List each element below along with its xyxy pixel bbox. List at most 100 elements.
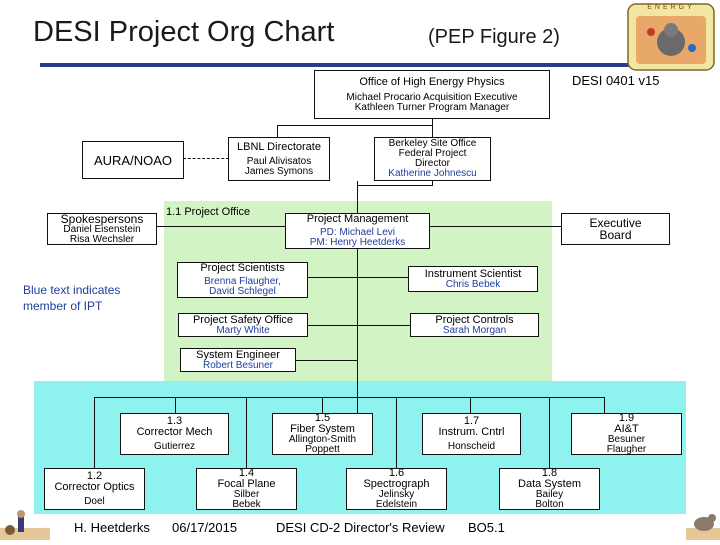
box-line: Bolton (535, 499, 564, 510)
box-line: Kathleen Turner Program Manager (354, 101, 510, 113)
box-line-ipt: Chris Bebek (445, 278, 501, 290)
box-title: Data System (518, 478, 581, 490)
connector (549, 397, 550, 468)
box-title: Corrector Mech (136, 426, 213, 438)
connector (94, 397, 95, 468)
box-line-ipt: Sarah Morgan (442, 324, 507, 336)
connector (94, 397, 604, 398)
connector (308, 325, 410, 326)
box-line: Paul Alivisatos (246, 155, 312, 167)
instrument-scientist-box: Instrument Scientist Chris Bebek (408, 266, 538, 292)
connector (277, 125, 433, 126)
box-number: 1.7 (463, 415, 480, 427)
title-rule (40, 63, 680, 67)
box-line: Michael Procario Acquisition Executive (346, 91, 518, 103)
footer-author: H. Heetderks (74, 520, 150, 535)
lbnl-directorate-box: LBNL Directorate Paul Alivisatos James S… (228, 137, 330, 181)
footer-review: DESI CD-2 Director's Review (276, 520, 445, 535)
box-title: AURA/NOAO (93, 152, 172, 168)
connector (396, 397, 397, 468)
page-title: DESI Project Org Chart (33, 16, 335, 48)
connector (432, 181, 433, 186)
connector (277, 125, 278, 137)
box-number: 1.4 (238, 467, 255, 479)
connector (357, 181, 358, 414)
box-title: System Engineer (196, 348, 280, 361)
box-title: AI&T (614, 423, 639, 435)
box-line: Risa Wechsler (69, 234, 135, 245)
connector (357, 185, 432, 186)
box-line-ipt: Marty White (216, 324, 270, 336)
box-line: Gutierrez (153, 441, 196, 452)
box-title: Project Scientists (200, 262, 285, 274)
project-management-box: Project Management PD: Michael Levi PM: … (285, 213, 430, 249)
box-line-ipt: Robert Besuner (202, 359, 274, 371)
box-number: 1.8 (541, 467, 558, 479)
connector (322, 397, 323, 413)
footer-slide: BO5.1 (468, 520, 505, 535)
l2-fiber-system-box: 1.5 Fiber System Allington-Smith Poppett (272, 413, 373, 455)
connector (430, 226, 562, 227)
box-number: 1.2 (86, 470, 103, 482)
connector (246, 397, 247, 468)
project-office-label: 1.1 Project Office (166, 206, 251, 218)
box-line-ipt: PM: Henry Heetderks (309, 237, 406, 248)
l2-focal-plane-box: 1.4 Focal Plane Silber Bebek (196, 468, 297, 510)
logo-text: ENERGY (647, 4, 695, 11)
box-line-ipt: PD: Michael Levi (319, 227, 396, 238)
project-safety-office-box: Project Safety Office Marty White (178, 313, 308, 337)
box-line: Federal Project (398, 148, 467, 159)
box-number: 1.9 (618, 412, 635, 424)
box-title: Project Controls (435, 313, 514, 326)
box-line: Daniel Eisenstein (63, 224, 141, 235)
berkeley-site-office-box: Berkeley Site Office Federal Project Dir… (374, 137, 491, 181)
l2-corrector-mech-box: 1.3 Corrector Mech Gutierrez (120, 413, 229, 455)
page-subtitle: (PEP Figure 2) (428, 26, 560, 48)
dotted-connector (183, 158, 229, 159)
box-title: Office of High Energy Physics (359, 75, 505, 88)
box-title: Berkeley Site Office (388, 138, 477, 149)
l2-ai-t-box: 1.9 AI&T Besuner Flaugher (571, 413, 682, 455)
box-line: Allington-Smith (288, 434, 357, 445)
box-title: Project Management (306, 213, 409, 225)
connector (278, 277, 408, 278)
ipt-note: Blue text indicates member of IPT (23, 283, 121, 313)
box-title: LBNL Directorate (237, 140, 321, 153)
spokespersons-box: Spokespersons Daniel Eisenstein Risa Wec… (47, 213, 157, 245)
box-line: Jelinsky (378, 489, 415, 500)
document-id: DESI 0401 v15 (572, 73, 660, 88)
box-title: Spokespersons (60, 212, 144, 226)
l2-data-system-box: 1.8 Data System Bailey Bolton (499, 468, 600, 510)
box-title: Instrument Scientist (424, 267, 522, 280)
connector (604, 397, 605, 413)
box-title: Spectrograph (363, 478, 430, 490)
box-line: Poppett (305, 444, 340, 455)
box-line: Bailey (535, 489, 564, 500)
footer-date: 06/17/2015 (172, 520, 238, 535)
box-title: Executive (589, 216, 642, 230)
l2-spectrograph-box: 1.6 Spectrograph Jelinsky Edelstein (346, 468, 447, 510)
box-line: Honscheid (447, 441, 496, 452)
box-number: 1.6 (388, 467, 405, 479)
l2-corrector-optics-box: 1.2 Corrector Optics Doel (44, 468, 145, 510)
connector (296, 360, 358, 361)
box-line: Besuner (607, 434, 646, 445)
box-line-ipt: Brenna Flaugher, (204, 276, 281, 287)
project-controls-box: Project Controls Sarah Morgan (410, 313, 539, 337)
connector (157, 226, 285, 227)
box-line: Edelstein (375, 499, 418, 510)
executive-board-box: Executive Board (561, 213, 670, 245)
box-title: Corrector Optics (54, 481, 135, 493)
box-line: Director (414, 158, 450, 169)
connector (432, 118, 433, 137)
box-title: Project Safety Office (192, 313, 294, 326)
box-title: Fiber System (290, 423, 355, 435)
box-line: Flaugher (606, 444, 647, 455)
box-line: Silber (233, 489, 260, 500)
box-line-ipt: Katherine Johnescu (388, 168, 477, 179)
box-title: Instrum. Cntrl (438, 426, 505, 438)
cartoon-right-icon (686, 506, 720, 545)
box-line: Board (599, 228, 632, 242)
energy-logo: ENERGY (626, 2, 716, 72)
office-of-high-energy-physics-box: Office of High Energy Physics Michael Pr… (314, 70, 550, 119)
